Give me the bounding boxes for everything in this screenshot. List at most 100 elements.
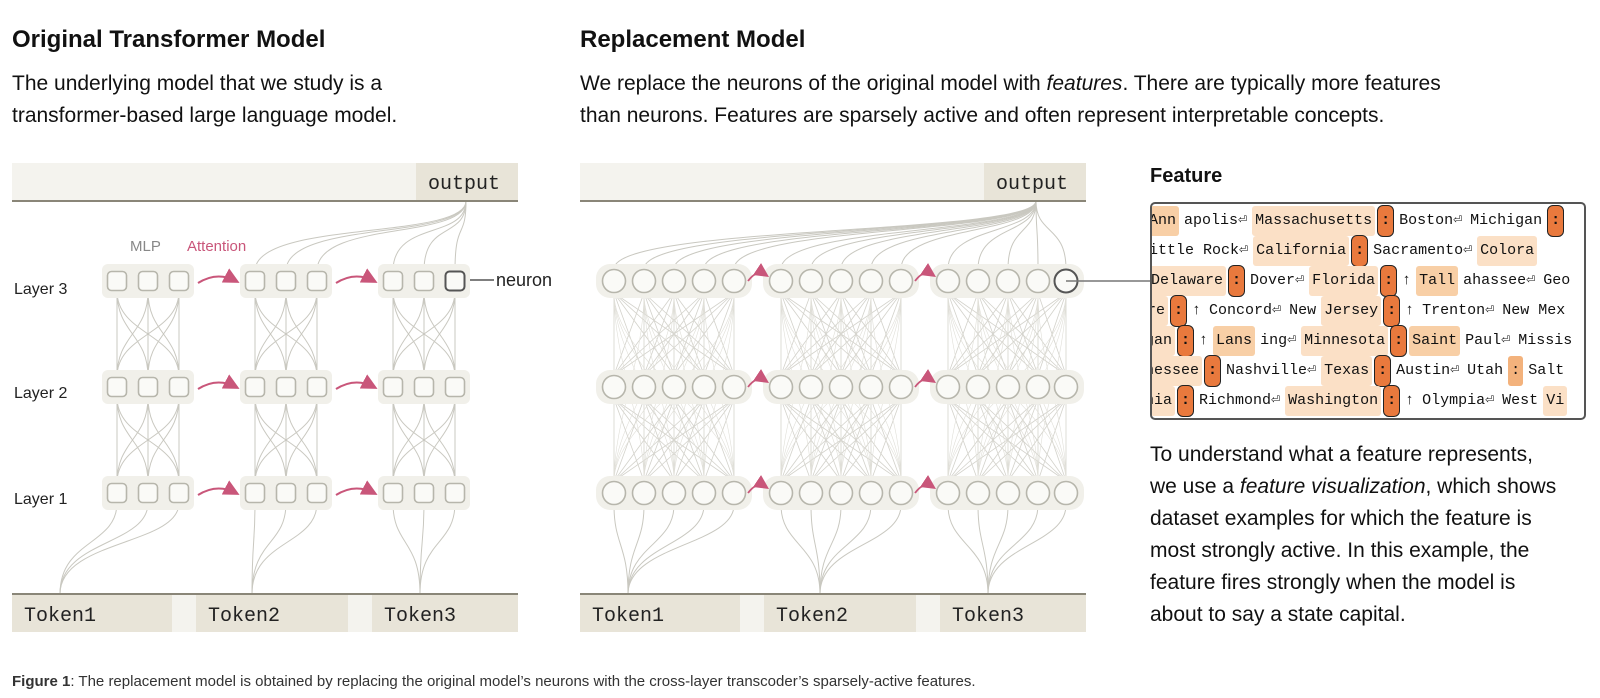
input-wire — [780, 504, 821, 595]
wire — [613, 398, 645, 482]
feature-node — [691, 268, 717, 294]
input-wire — [627, 504, 645, 595]
wire — [613, 292, 645, 376]
feature-node — [828, 374, 854, 400]
feature-node — [721, 268, 747, 294]
feature-node — [661, 268, 687, 294]
neuron-node — [275, 376, 297, 398]
explain-line-2-b: , which shows — [1425, 475, 1557, 498]
layer3-label: Layer 3 — [14, 281, 67, 298]
attention-label: Attention — [187, 238, 246, 255]
example-token: West — [1502, 392, 1539, 409]
wire — [1007, 292, 1039, 376]
feature-node — [631, 480, 657, 506]
explain-line-5: feature fires strongly when the model is — [1150, 571, 1516, 594]
feature-node — [888, 374, 914, 400]
explain-line-1: To understand what a feature represents, — [1150, 443, 1533, 466]
wire — [254, 290, 318, 378]
neuron-node — [137, 270, 159, 292]
feature-node — [631, 268, 657, 294]
neuron-node — [444, 482, 466, 504]
left-description: The underlying model that we study is a … — [12, 68, 397, 132]
wire — [392, 396, 456, 484]
wire — [613, 398, 705, 482]
neuron-node — [382, 482, 404, 504]
example-token: ing⏎ — [1260, 332, 1297, 349]
output-wire — [703, 200, 1037, 270]
left-desc-line2: transformer-based large language model. — [12, 104, 398, 127]
input-wire — [987, 504, 1039, 595]
wire — [947, 398, 1039, 482]
explain-line-4: most strongly active. In this example, t… — [1150, 539, 1530, 562]
feature-node — [858, 268, 884, 294]
example-token: Utah — [1467, 362, 1504, 379]
input-wire — [977, 504, 989, 595]
output-wire — [733, 200, 1037, 270]
caption-text: : The replacement model is obtained by r… — [70, 673, 976, 690]
activating-token: : — [1383, 295, 1401, 327]
output-wire — [900, 200, 1037, 270]
feature-node — [935, 268, 961, 294]
feature-node — [691, 374, 717, 400]
activating-token: : — [1170, 295, 1188, 327]
right-desc-line1: We replace the neurons of the original m… — [580, 68, 1480, 100]
feature-node — [995, 268, 1021, 294]
feature-node — [1053, 374, 1079, 400]
activating-token: : — [1177, 385, 1195, 417]
attention-arrow — [197, 480, 240, 496]
output-wire — [1035, 200, 1067, 270]
activating-token: : — [1380, 265, 1398, 297]
example-token: nessee — [1152, 356, 1203, 386]
feature-example-row: nessee:Nashville⏎Texas:Austin⏎Utah:Salt — [1152, 355, 1569, 387]
input-wire — [987, 504, 1009, 595]
feature-node — [1025, 480, 1051, 506]
wire — [423, 290, 456, 378]
neuron-node — [168, 270, 190, 292]
right-output-label: output — [996, 173, 1068, 196]
wire — [1037, 292, 1067, 376]
example-token: Tall — [1416, 266, 1459, 296]
example-token: gan — [1152, 326, 1176, 356]
right-feature-nodes — [596, 264, 1084, 510]
wire — [254, 396, 287, 484]
feature-node — [601, 374, 627, 400]
output-wire — [254, 200, 467, 272]
example-token: Dover⏎ — [1250, 272, 1305, 289]
wire — [1007, 398, 1039, 482]
example-token: Austin⏎ — [1396, 362, 1460, 379]
neuron-node — [306, 482, 328, 504]
left-connection-wires — [59, 200, 467, 595]
left-output-label: output — [428, 173, 500, 196]
output-wire — [977, 200, 1037, 270]
neuron-node — [244, 270, 266, 292]
left-token2-label: Token2 — [208, 605, 280, 628]
feature-node — [965, 268, 991, 294]
feature-example-row: Little Rock⏎California:Sacramento⏎Colora — [1152, 235, 1539, 267]
left-desc-line1: The underlying model that we study is a — [12, 72, 383, 95]
example-token: Sacramento⏎ — [1373, 242, 1473, 259]
feature-node — [1025, 374, 1051, 400]
neuron-label: neuron — [496, 270, 552, 290]
wire — [285, 290, 318, 378]
explain-line-2: we use a feature visualization, which sh… — [1150, 471, 1590, 503]
mlp-label: MLP — [130, 238, 161, 255]
neuron-node — [382, 376, 404, 398]
right-token1-box — [580, 595, 740, 632]
wire — [392, 290, 425, 378]
wire — [947, 398, 1067, 482]
example-token: nia — [1152, 386, 1176, 416]
attention-arrow — [914, 369, 936, 388]
neuron-node — [413, 270, 435, 292]
right-description: We replace the neurons of the original m… — [580, 68, 1480, 132]
example-token: Texas — [1321, 356, 1373, 386]
wire — [780, 398, 872, 482]
input-wire — [627, 504, 735, 595]
activating-token: : — [1177, 325, 1195, 357]
activating-token: : — [1383, 385, 1401, 417]
attention-arrow — [335, 268, 378, 284]
feature-node — [661, 374, 687, 400]
neuron-node — [137, 376, 159, 398]
input-wire — [627, 504, 675, 595]
output-wire — [423, 200, 467, 272]
